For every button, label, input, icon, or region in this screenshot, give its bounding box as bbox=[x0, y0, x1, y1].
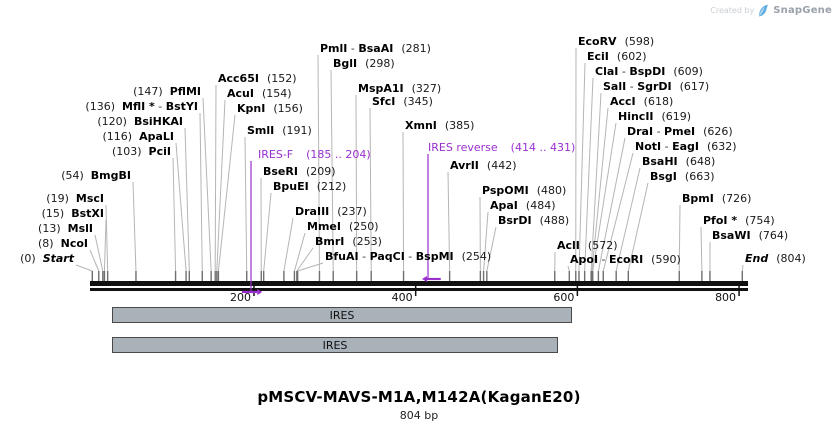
leader-line bbox=[132, 181, 137, 272]
map-length: 804 bp bbox=[399, 409, 439, 422]
leader-line bbox=[103, 219, 107, 272]
watermark-created-by-label: Created by bbox=[710, 6, 755, 15]
leader-line bbox=[297, 262, 324, 272]
leader-line bbox=[172, 157, 177, 272]
leader-line bbox=[627, 182, 649, 272]
ruler-tick bbox=[576, 286, 579, 296]
leader-line bbox=[567, 265, 570, 272]
leader-line bbox=[590, 92, 602, 272]
leader-line bbox=[293, 232, 306, 272]
leader-line bbox=[202, 97, 212, 272]
leader-line bbox=[486, 226, 497, 272]
leader-line bbox=[615, 167, 641, 272]
leader-line bbox=[584, 77, 594, 272]
map-title: pMSCV-MAVS-M1A,M142A(KaganE20) bbox=[257, 388, 581, 406]
leader-line bbox=[75, 264, 93, 272]
leader-line bbox=[355, 94, 358, 272]
watermark: Created by SnapGene bbox=[710, 4, 832, 17]
leader-line bbox=[263, 192, 272, 272]
ruler-tick-label: 600 bbox=[553, 291, 574, 304]
leader-line bbox=[592, 122, 617, 272]
snapgene-logo-icon bbox=[759, 4, 769, 17]
leader-line bbox=[283, 217, 294, 272]
leader-line bbox=[216, 99, 226, 272]
leader-line bbox=[578, 62, 586, 272]
leader-line bbox=[602, 152, 634, 272]
ruler-tick-label: 400 bbox=[392, 291, 413, 304]
leader-line bbox=[369, 107, 372, 272]
ruler-tick-label: 800 bbox=[715, 291, 736, 304]
leader-line bbox=[330, 69, 334, 272]
leader-line bbox=[217, 114, 236, 272]
leader-line bbox=[105, 204, 109, 272]
leader-line bbox=[597, 137, 626, 272]
leader-line bbox=[94, 234, 104, 272]
ruler-tick bbox=[414, 286, 417, 296]
leader-line bbox=[741, 264, 744, 272]
leader-line bbox=[296, 247, 314, 272]
leader-line bbox=[591, 107, 609, 272]
primer-arrow-icon bbox=[422, 276, 428, 282]
leader-line bbox=[447, 171, 451, 272]
ruler-tick-label: 200 bbox=[230, 291, 251, 304]
leader-line bbox=[317, 54, 320, 272]
leader-line bbox=[700, 226, 703, 272]
leader-line bbox=[89, 249, 100, 272]
leader-line bbox=[214, 84, 217, 272]
leader-line bbox=[483, 211, 489, 272]
title-block: pMSCV-MAVS-M1A,M142A(KaganE20) 804 bp bbox=[0, 388, 838, 422]
leader-line bbox=[678, 204, 681, 272]
ruler-tick bbox=[738, 286, 740, 296]
watermark-brand-label: SnapGene bbox=[773, 5, 832, 16]
leader-line bbox=[184, 127, 190, 272]
leader-line bbox=[175, 142, 187, 272]
leader-line bbox=[402, 131, 405, 272]
leader-line bbox=[199, 112, 203, 272]
leader-line bbox=[244, 136, 248, 272]
sequence-bar bbox=[90, 281, 748, 286]
primer-arrow-icon bbox=[257, 289, 263, 295]
sequence-bar-bottom bbox=[90, 288, 748, 291]
